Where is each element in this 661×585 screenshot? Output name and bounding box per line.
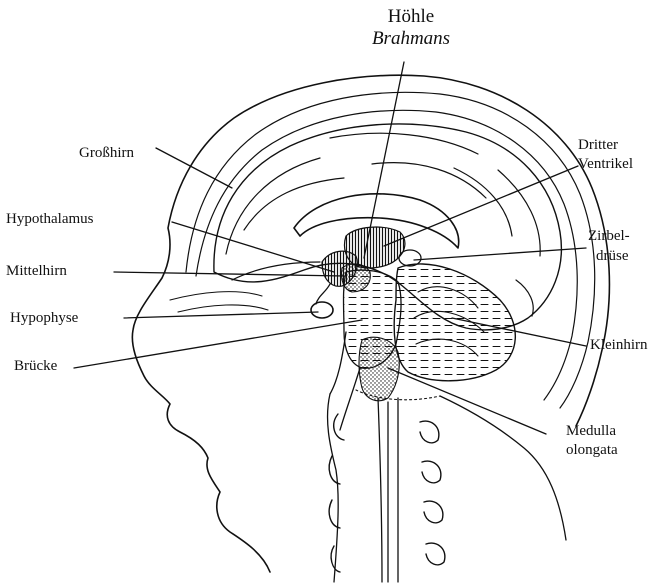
label-hoehle: Höhle xyxy=(356,6,466,28)
label-hypothalamus: Hypothalamus xyxy=(6,210,94,228)
leader-mittelhirn xyxy=(114,272,344,276)
pituitary-stalk xyxy=(316,284,330,304)
cerebellum xyxy=(394,264,515,381)
leader-zirbel xyxy=(414,248,586,260)
label-kleinhirn: Kleinhirn xyxy=(590,336,648,354)
vertebrae xyxy=(329,414,445,572)
label-medulla: Medulla xyxy=(566,422,616,440)
back-of-neck xyxy=(440,396,566,540)
leader-bruecke xyxy=(74,320,362,368)
label-mittelhirn: Mittelhirn xyxy=(6,262,67,280)
neck-front xyxy=(328,394,339,582)
leader-dritter xyxy=(384,166,578,246)
label-olongata: olongata xyxy=(566,441,618,459)
label-ventrikel: Ventrikel xyxy=(578,155,633,173)
label-zirbel: Zirbel- xyxy=(588,227,630,245)
label-bruecke: Brücke xyxy=(14,357,57,375)
nasal-contour xyxy=(170,292,268,312)
leader-hypophyse xyxy=(124,312,318,318)
label-brahmans: Brahmans xyxy=(346,28,476,50)
label-hypophyse: Hypophyse xyxy=(10,309,78,327)
label-grosshirn: Großhirn xyxy=(79,144,134,162)
pituitary-gland xyxy=(311,302,333,318)
spinal-cord xyxy=(378,398,398,582)
leader-lines xyxy=(74,62,586,434)
label-druese: drüse xyxy=(596,247,629,265)
leader-grosshirn xyxy=(156,148,232,188)
label-dritter: Dritter xyxy=(578,136,618,154)
medulla-region xyxy=(359,337,399,400)
